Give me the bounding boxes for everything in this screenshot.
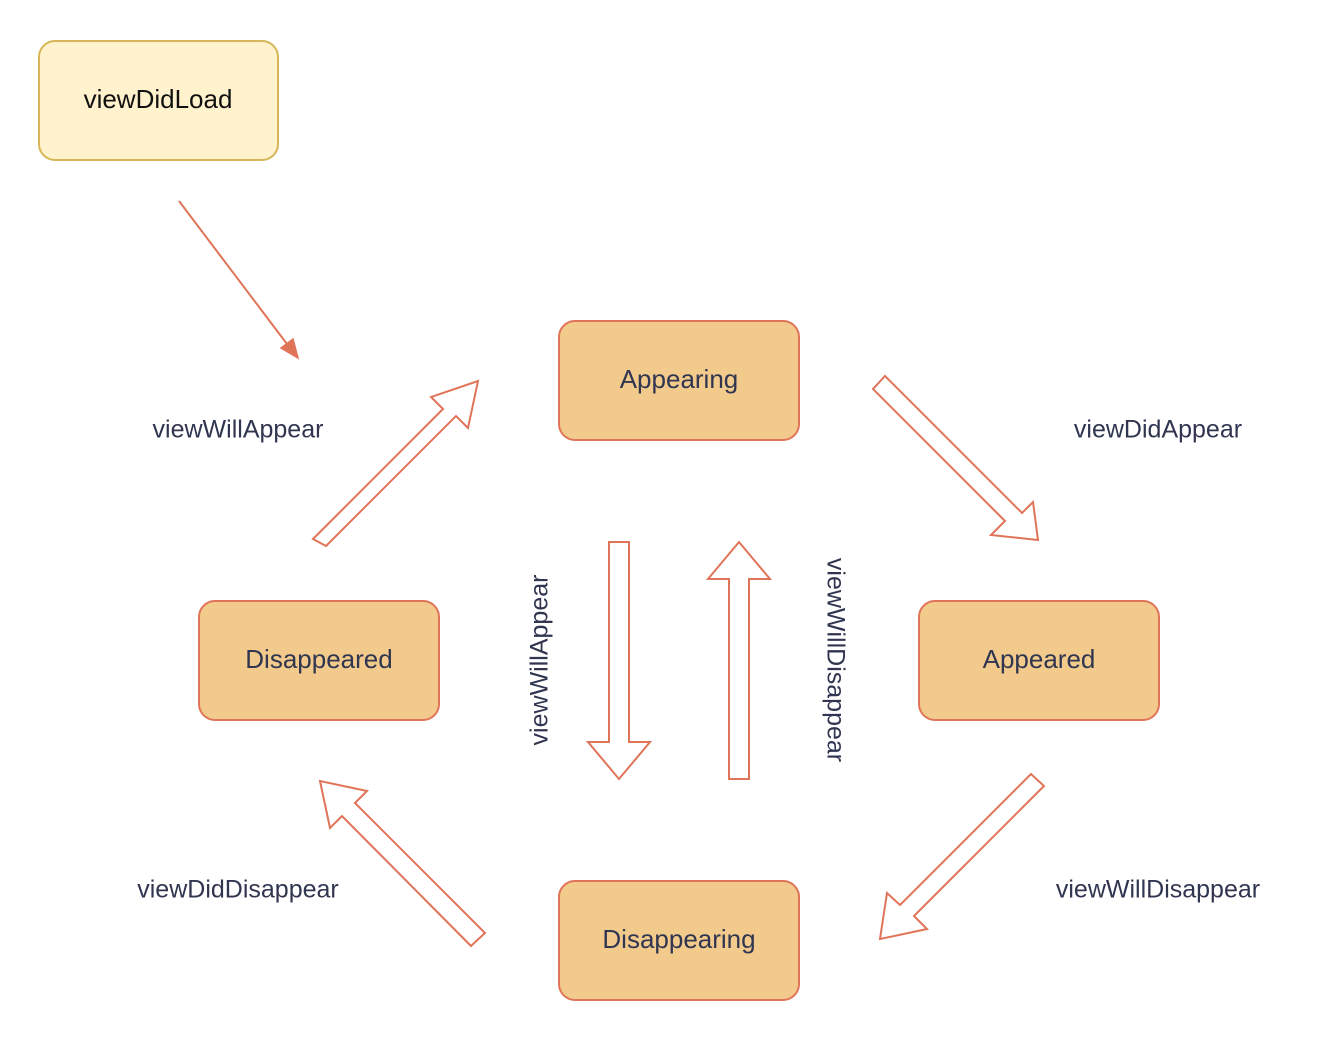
- node-appeared-label: Appeared: [983, 644, 1096, 674]
- label-disappeared-to-appearing: viewWillAppear: [153, 416, 324, 444]
- start-node: viewDidLoad: [38, 40, 279, 161]
- arrow-disappearing-to-disappeared: [318, 779, 487, 948]
- label-appearing-to-disappearing: viewWillAppear: [526, 575, 554, 746]
- node-disappearing: Disappearing: [558, 880, 800, 1001]
- arrow-appearing-to-disappearing: [585, 541, 653, 781]
- label-disappearing-to-disappeared: viewDidDisappear: [137, 876, 338, 904]
- node-appearing: Appearing: [558, 320, 800, 441]
- start-arrow-head: [279, 337, 300, 360]
- start-node-box: [38, 40, 279, 161]
- arrow-appeared-to-disappearing: [878, 772, 1046, 941]
- node-appeared: Appeared: [918, 600, 1160, 721]
- start-node-label: viewDidLoad: [84, 84, 233, 114]
- node-disappeared-box: [198, 600, 440, 721]
- node-disappearing-box: [558, 880, 800, 1001]
- node-disappeared: Disappeared: [198, 600, 440, 721]
- node-disappearing-label: Disappearing: [602, 924, 755, 954]
- label-appearing-to-appeared: viewDidAppear: [1074, 416, 1242, 444]
- node-disappeared-label: Disappeared: [245, 644, 392, 674]
- arrow-disappeared-to-appearing: [311, 379, 480, 548]
- node-appeared-box: [918, 600, 1160, 721]
- node-appearing-label: Appearing: [620, 364, 739, 394]
- label-disappearing-to-appearing: viewWillDisappear: [821, 558, 849, 762]
- label-appeared-to-disappearing: viewWillDisappear: [1056, 876, 1260, 904]
- arrow-appearing-to-appeared: [871, 374, 1040, 542]
- node-appearing-box: [558, 320, 800, 441]
- start-arrow-line: [178, 200, 291, 349]
- start-arrow: [178, 200, 300, 360]
- arrow-disappearing-to-appearing: [705, 540, 773, 780]
